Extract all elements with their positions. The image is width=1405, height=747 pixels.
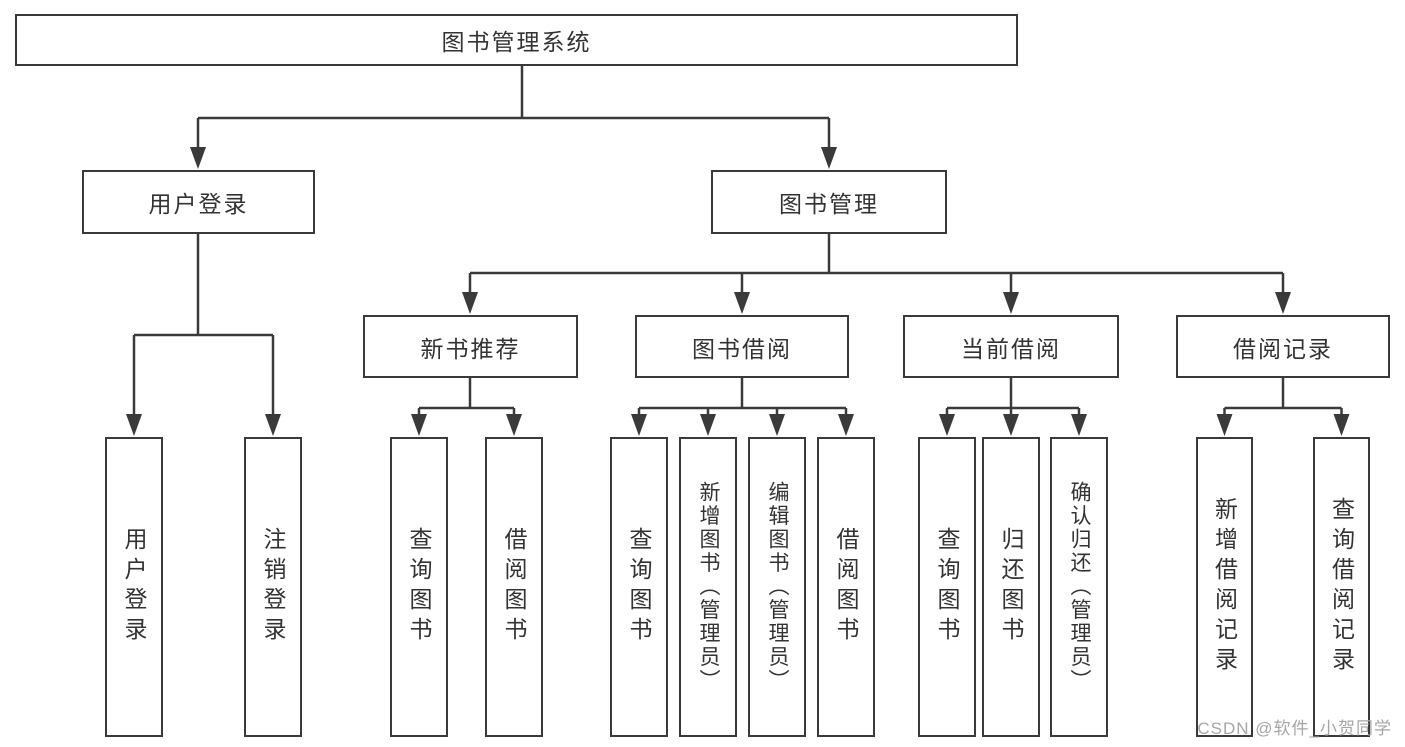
arrowhead	[506, 414, 522, 436]
node-current-borrowing: 当前借阅	[903, 315, 1119, 378]
arrowhead	[700, 414, 716, 436]
arrowhead	[821, 147, 837, 169]
arrowhead	[838, 414, 854, 436]
node-borrow-records: 借阅记录	[1176, 315, 1390, 378]
leaf-add-books-admin: 新增图书（管理员）	[679, 437, 737, 737]
leaf-query-books-recommend: 查询图书	[390, 437, 448, 737]
arrowhead	[631, 414, 647, 436]
leaf-logout: 注销登录	[244, 437, 302, 737]
arrowhead	[126, 414, 142, 436]
leaf-edit-books-admin: 编辑图书（管理员）	[748, 437, 806, 737]
node-user-login: 用户登录	[82, 170, 315, 234]
arrowhead	[1003, 414, 1019, 436]
arrowhead	[1333, 414, 1350, 436]
leaf-query-books-borrowing: 查询图书	[610, 437, 668, 737]
arrowhead	[462, 292, 478, 314]
node-book-management: 图书管理	[711, 170, 947, 234]
arrowhead	[734, 292, 750, 314]
tree-edges	[132, 66, 1343, 418]
arrowhead	[1071, 414, 1087, 436]
csdn-watermark: CSDN @软件_小贺同学	[1197, 719, 1392, 738]
leaf-query-books-current: 查询图书	[918, 437, 976, 737]
arrowhead	[265, 414, 281, 436]
arrowhead	[411, 414, 427, 436]
node-root-library-system: 图书管理系统	[15, 14, 1018, 66]
arrowhead	[1275, 292, 1291, 314]
leaf-user-login: 用户登录	[105, 437, 163, 737]
arrowhead	[1003, 292, 1019, 314]
arrowhead	[190, 147, 206, 169]
node-new-book-recommend: 新书推荐	[363, 315, 578, 378]
arrowhead	[939, 414, 955, 436]
leaf-return-books: 归还图书	[982, 437, 1040, 737]
leaf-borrow-books: 借阅图书	[817, 437, 875, 737]
leaf-add-borrow-record: 新增借阅记录	[1196, 437, 1253, 737]
arrowheads	[126, 147, 1350, 436]
node-book-borrowing: 图书借阅	[635, 315, 849, 378]
arrowhead	[769, 414, 785, 436]
arrowhead	[1216, 414, 1233, 436]
leaf-borrow-books-recommend: 借阅图书	[485, 437, 543, 737]
leaf-confirm-return-admin: 确认归还（管理员）	[1050, 437, 1108, 737]
leaf-query-borrow-record: 查询借阅记录	[1313, 437, 1370, 737]
